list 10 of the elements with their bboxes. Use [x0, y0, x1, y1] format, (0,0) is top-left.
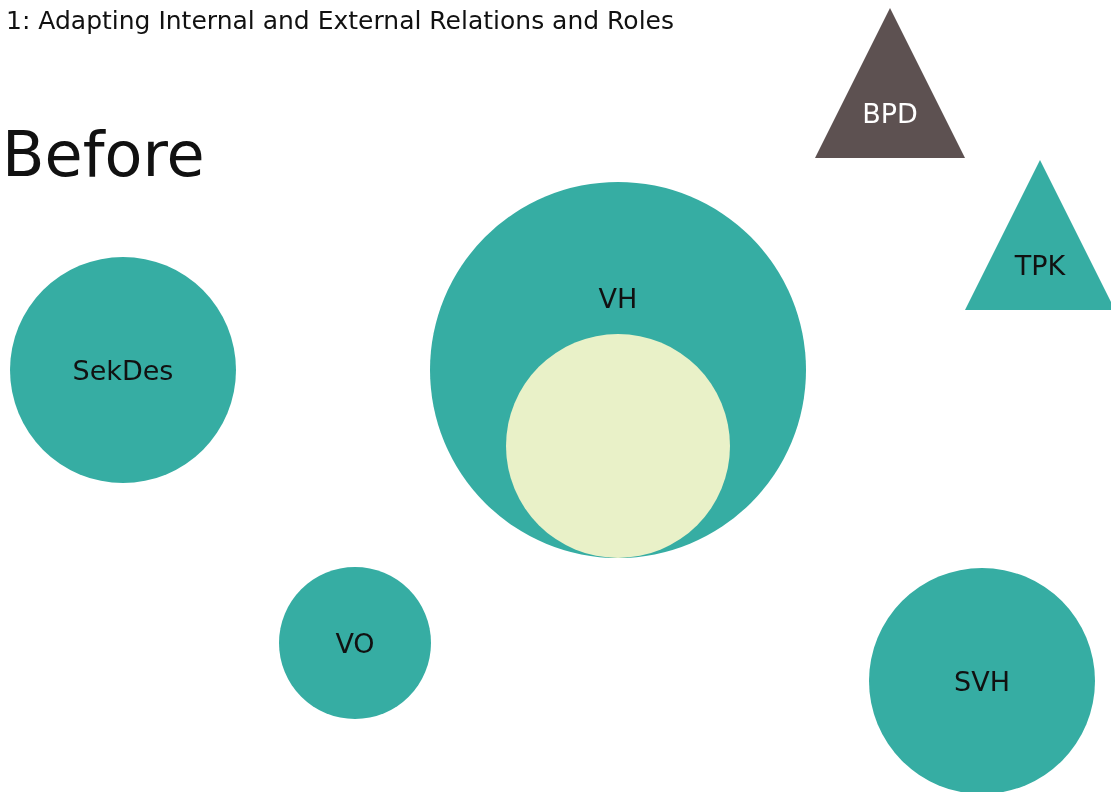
node-label: VO [335, 627, 375, 659]
triangle-node [815, 8, 965, 158]
node-label: TPK [1014, 249, 1066, 281]
node-label: SVH [954, 665, 1010, 697]
node-label: BPD [862, 97, 918, 129]
title: 1: Adapting Internal and External Relations and Roles [6, 6, 674, 35]
node-label: VH [598, 282, 638, 314]
triangle-node [965, 160, 1111, 310]
node-label: SekDes [72, 354, 174, 386]
heading: Before [2, 118, 205, 191]
